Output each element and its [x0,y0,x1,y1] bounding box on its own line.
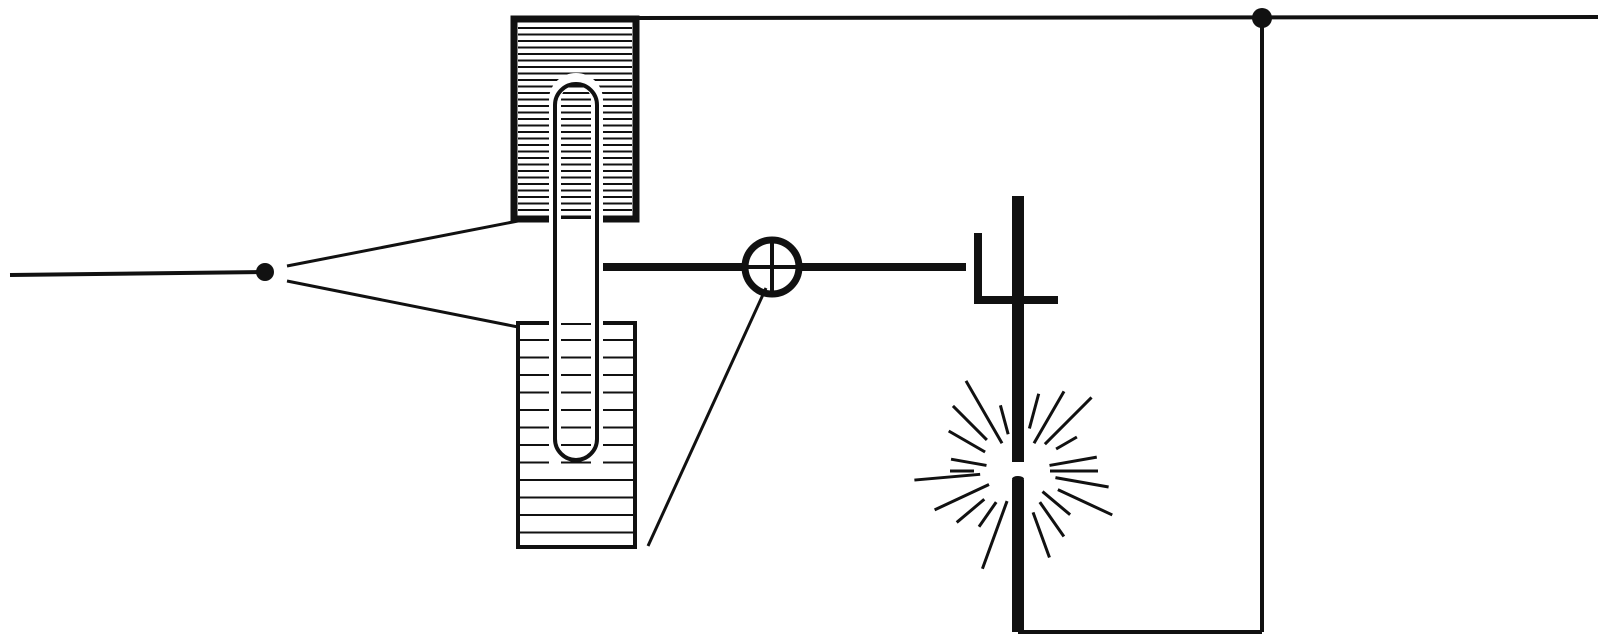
coil-lower-winding [520,339,633,534]
junction-right [1252,8,1272,28]
arc-ray [1031,511,1051,558]
branch-to-upper-coil [286,219,519,268]
arc-ray [950,457,987,467]
arc-ray [947,429,986,454]
coil-upper [510,15,640,223]
arc-ray [998,404,1010,435]
arc-ray [1055,435,1078,451]
arc-ray [1057,488,1113,517]
electric-arc [914,380,1113,570]
arc-ray [1038,501,1066,538]
arc-ray [1041,490,1072,516]
arc-ray [1055,476,1109,489]
input-wire [9,270,263,277]
arc-ray [1032,390,1066,445]
arc-ray [951,404,988,441]
branch-to-lower-coil [286,279,519,329]
arc-ray [933,483,990,512]
arc-ray [955,498,986,524]
coil-upper-winding [518,27,632,211]
pivot-wheel [741,236,803,298]
arc-ray [1043,396,1093,446]
arc-ray [914,472,981,482]
arc-ray [964,380,1004,445]
plunger-core [549,73,603,470]
coil-lower [516,321,637,549]
arc-ray [1027,393,1041,429]
arc-ray [981,500,1009,570]
arc-ray [977,501,998,528]
main-line [635,15,1599,20]
arc-ray [1049,455,1098,467]
junction-left [256,263,274,281]
pivot-to-coil-wire [646,287,768,547]
